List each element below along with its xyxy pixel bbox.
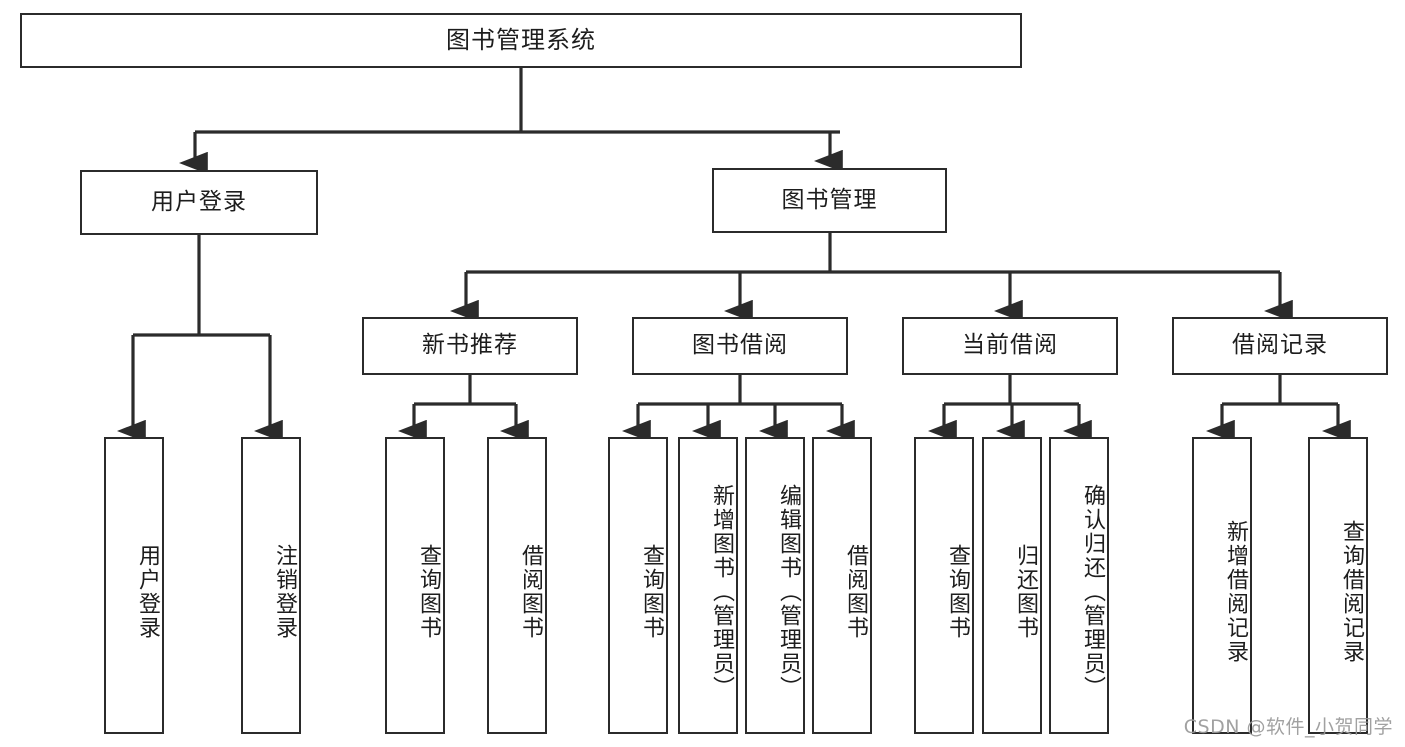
- node-book-borrow[interactable]: 图书借阅: [632, 317, 848, 375]
- node-leaf-return-book-label: 归还图书: [1013, 543, 1038, 640]
- node-leaf-logout-label: 注销登录: [272, 543, 297, 640]
- node-leaf-query-book-1[interactable]: 查询图书: [385, 437, 445, 734]
- node-leaf-borrow-book-1-label: 借阅图书: [518, 543, 543, 640]
- node-book-manage-label: 图书管理: [781, 186, 878, 213]
- node-root[interactable]: 图书管理系统: [20, 13, 1022, 68]
- node-book-borrow-label: 图书借阅: [692, 332, 788, 359]
- node-leaf-logout[interactable]: 注销登录: [241, 437, 301, 734]
- node-leaf-user-login-label: 用户登录: [135, 543, 160, 640]
- node-new-book-rec-label: 新书推荐: [422, 332, 518, 359]
- node-leaf-query-book-3[interactable]: 查询图书: [914, 437, 974, 734]
- node-leaf-edit-book[interactable]: 编辑图书（管理员）: [745, 437, 805, 734]
- watermark: CSDN @软件_小贺同学: [1183, 716, 1393, 738]
- node-leaf-add-book[interactable]: 新增图书（管理员）: [678, 437, 738, 734]
- node-user-login[interactable]: 用户登录: [80, 170, 318, 235]
- node-leaf-borrow-book-1[interactable]: 借阅图书: [487, 437, 547, 734]
- node-leaf-add-record[interactable]: 新增借阅记录: [1192, 437, 1252, 734]
- node-leaf-confirm-return[interactable]: 确认归还（管理员）: [1049, 437, 1109, 734]
- node-borrow-record[interactable]: 借阅记录: [1172, 317, 1388, 375]
- node-leaf-query-book-1-label: 查询图书: [416, 543, 441, 640]
- node-leaf-add-book-label: 新增图书（管理员）: [709, 483, 734, 700]
- node-leaf-confirm-return-label: 确认归还（管理员）: [1080, 483, 1105, 700]
- node-new-book-rec[interactable]: 新书推荐: [362, 317, 578, 375]
- node-leaf-query-book-3-label: 查询图书: [945, 543, 970, 640]
- node-leaf-query-record[interactable]: 查询借阅记录: [1308, 437, 1368, 734]
- node-leaf-query-record-label: 查询借阅记录: [1339, 519, 1364, 664]
- node-leaf-edit-book-label: 编辑图书（管理员）: [776, 483, 801, 700]
- node-leaf-query-book-2[interactable]: 查询图书: [608, 437, 668, 734]
- node-leaf-borrow-book-2-label: 借阅图书: [843, 543, 868, 640]
- node-user-login-label: 用户登录: [151, 188, 247, 215]
- node-book-manage[interactable]: 图书管理: [712, 168, 947, 233]
- node-borrow-record-label: 借阅记录: [1232, 332, 1328, 359]
- node-leaf-borrow-book-2[interactable]: 借阅图书: [812, 437, 872, 734]
- node-leaf-add-record-label: 新增借阅记录: [1223, 519, 1248, 664]
- node-leaf-query-book-2-label: 查询图书: [639, 543, 664, 640]
- node-leaf-user-login[interactable]: 用户登录: [104, 437, 164, 734]
- node-current-borrow-label: 当前借阅: [962, 332, 1058, 359]
- node-current-borrow[interactable]: 当前借阅: [902, 317, 1118, 375]
- node-leaf-return-book[interactable]: 归还图书: [982, 437, 1042, 734]
- node-root-label: 图书管理系统: [446, 26, 596, 55]
